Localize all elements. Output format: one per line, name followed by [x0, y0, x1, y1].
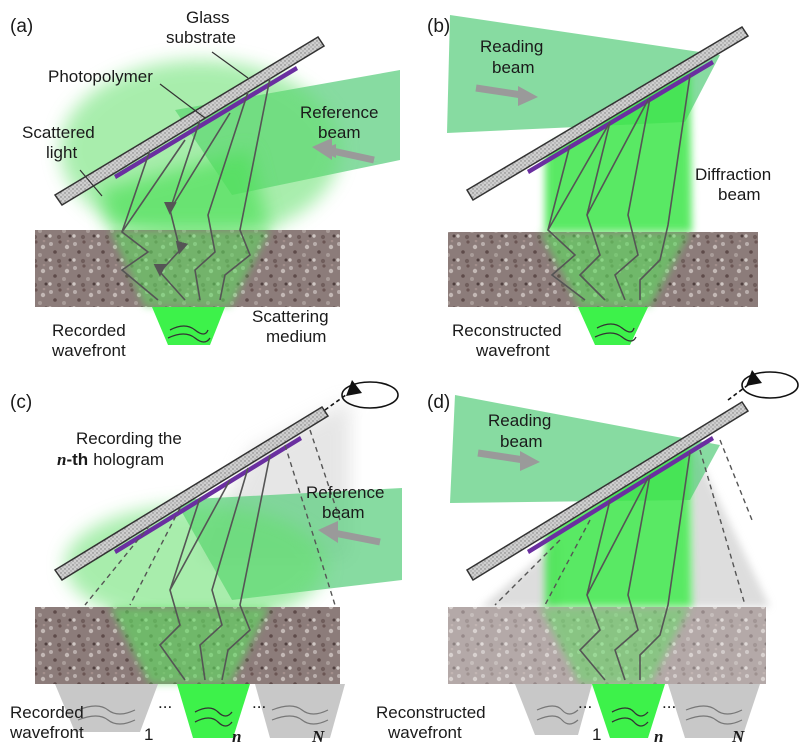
- reconstructed-label-d-1: Reconstructed: [376, 703, 486, 722]
- photopolymer-layer: [114, 66, 298, 179]
- reading-label-d-2: beam: [500, 432, 543, 451]
- diffraction-label-2: beam: [718, 185, 761, 204]
- dashed-rays-d: [494, 439, 753, 606]
- wavefront-cone-N: [255, 684, 345, 738]
- reading-label-d-1: Reading: [488, 411, 551, 430]
- photopolymer-layer-c: [114, 436, 302, 554]
- medium-label-2: medium: [266, 327, 326, 346]
- reconstructed-label-2: wavefront: [475, 341, 550, 360]
- reading-arrow: [518, 86, 538, 106]
- glass-substrate-b: [465, 25, 750, 202]
- reference-label-c-1: Reference: [306, 483, 384, 502]
- ellipsis-d-2: ...: [662, 693, 676, 712]
- reference-label-2: beam: [318, 123, 361, 142]
- glass-label-2: substrate: [166, 28, 236, 47]
- panel-b-tag: (b): [427, 16, 450, 37]
- panel-a: (a) Glass substrate Photopolymer Scatter…: [10, 8, 400, 360]
- panel-b: (b) Reading beam Diffraction beam Recons…: [427, 15, 771, 360]
- medium-label-1: Scattering: [252, 307, 329, 326]
- index-n-d: n: [654, 727, 663, 746]
- glass-label-1: Glass: [186, 8, 229, 27]
- reconstructed-cone-n: [592, 684, 665, 738]
- wavefront-cone-1: [55, 684, 158, 732]
- photopolymer-layer-b: [527, 60, 714, 174]
- reconstructed-cone-1: [515, 684, 592, 735]
- ellipsis-d-1: ...: [578, 693, 592, 712]
- index-N-d: N: [731, 727, 745, 746]
- reconstructed-label-d-2: wavefront: [387, 723, 462, 742]
- diffraction-beam: [545, 70, 692, 232]
- rays-d: [578, 451, 691, 681]
- wavefront-cone-n: [177, 684, 250, 738]
- glass-substrate-d: [465, 400, 750, 582]
- ellipsis-c-2: ...: [252, 693, 266, 712]
- rotation-icon: [341, 381, 399, 409]
- diffraction-beam-d: [545, 445, 692, 607]
- reference-label-1: Reference: [300, 103, 378, 122]
- scattered-label-2: light: [46, 143, 77, 162]
- panel-c-tag: (c): [10, 392, 32, 413]
- reconstructed-label-1: Reconstructed: [452, 321, 562, 340]
- glass-substrate-c: [53, 405, 330, 582]
- rays-c: [158, 454, 271, 681]
- recorded-label-c-2: wavefront: [9, 723, 84, 742]
- scattered-label-1: Scattered: [22, 123, 95, 142]
- ellipsis-c-1: ...: [158, 693, 172, 712]
- diffraction-label-1: Diffraction: [695, 165, 771, 184]
- panel-a-tag: (a): [10, 16, 33, 37]
- recording-label-1: Recording the: [76, 429, 182, 448]
- recorded-label-1: Recorded: [52, 321, 126, 340]
- index-N-c: N: [311, 727, 325, 746]
- photopolymer-label: Photopolymer: [48, 67, 153, 86]
- panel-d: (d) Reading beam Reconstructed wavefront…: [376, 370, 799, 746]
- rotation-icon-d: [741, 371, 799, 399]
- recorded-label-2: wavefront: [51, 341, 126, 360]
- reconstructed-cone-N: [668, 684, 760, 738]
- index-1-d: 1: [592, 725, 601, 744]
- dashed-rays-c: [84, 429, 341, 606]
- index-n-c: n: [232, 727, 241, 746]
- rays: [120, 77, 271, 301]
- rays-b: [547, 74, 691, 301]
- glass-substrate: [53, 35, 326, 207]
- reading-label-1: Reading: [480, 37, 543, 56]
- recorded-label-c-1: Recorded: [10, 703, 84, 722]
- photopolymer-layer-d: [527, 436, 714, 554]
- reading-label-2: beam: [492, 58, 535, 77]
- reading-arrow-d: [520, 451, 540, 471]
- reconstructed-cone: [578, 307, 648, 345]
- reference-label-c-2: beam: [322, 503, 365, 522]
- panel-d-tag: (d): [427, 392, 450, 413]
- index-1-c: 1: [144, 725, 153, 744]
